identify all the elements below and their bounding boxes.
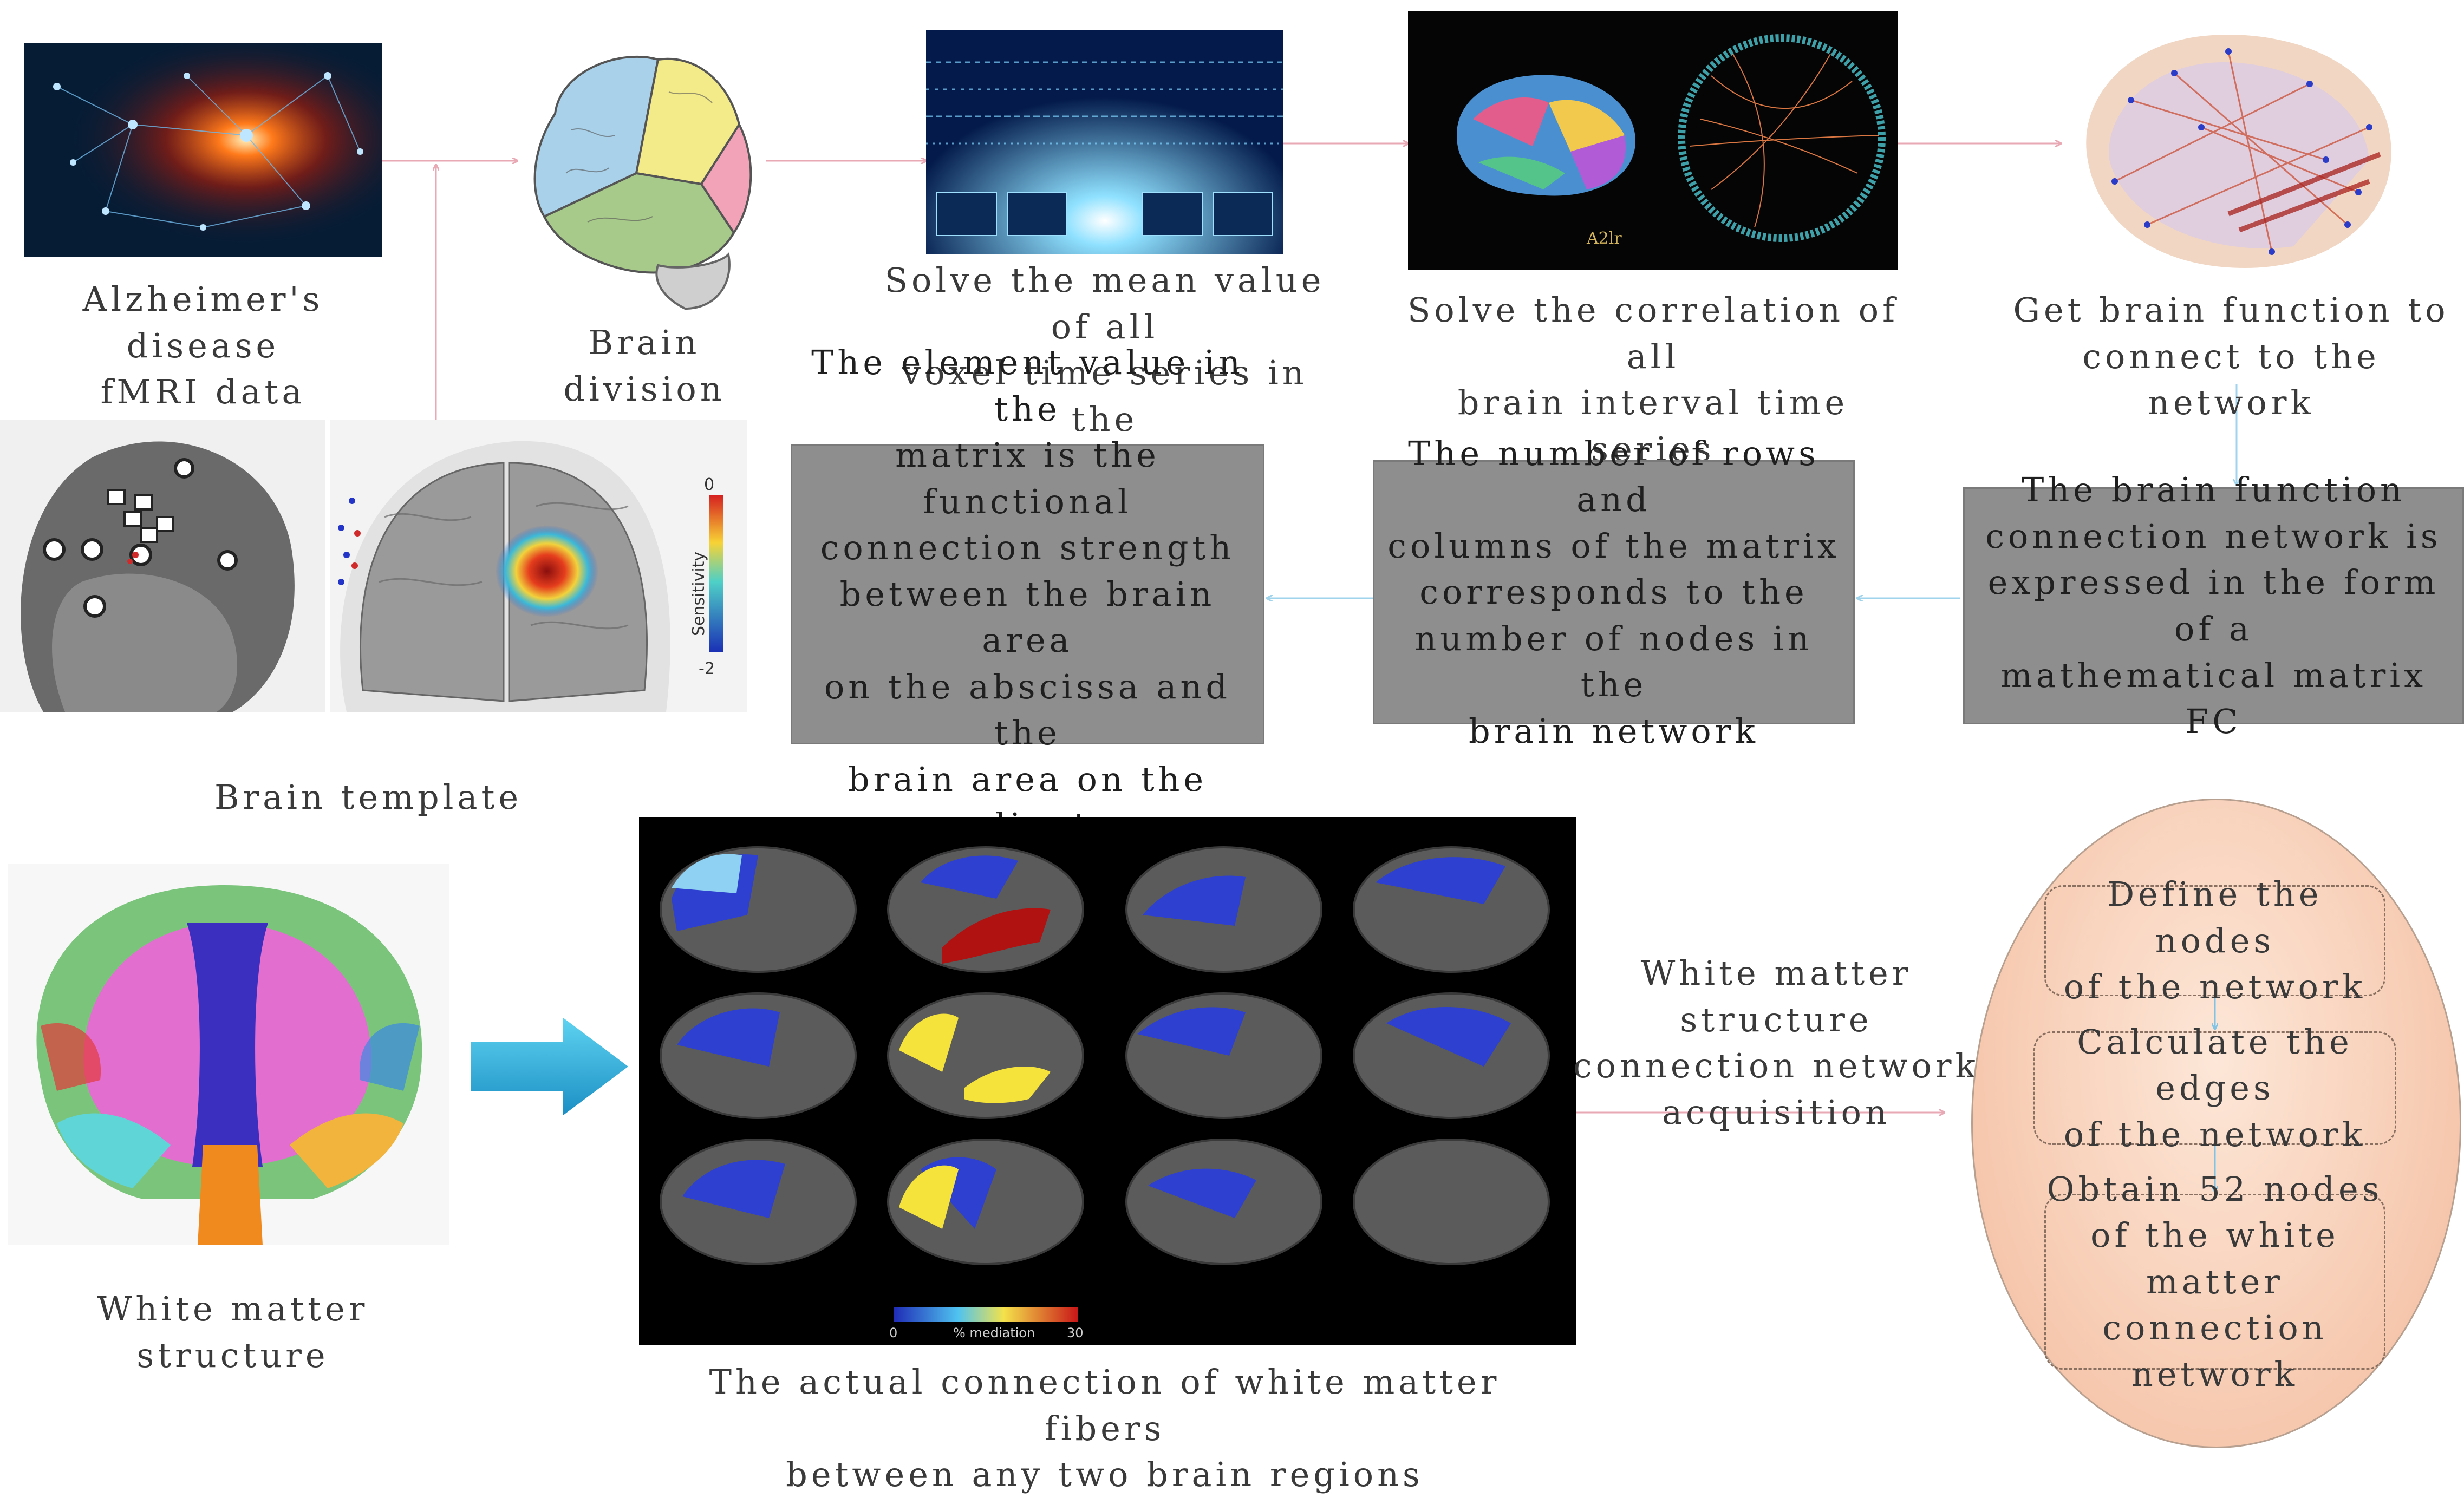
caption-division: Brain division [563,323,726,409]
sensitivity-top: 0 [704,475,714,494]
caption-template: Brain template [214,777,523,817]
correlation-image: A2lr [1408,11,1898,270]
mediation-min: 0 [889,1325,897,1340]
fmri-network-image [24,43,382,257]
sensitivity-bottom: -2 [699,659,715,678]
caption-fmri: Alzheimer's disease fMRI data [82,279,324,412]
white-matter-image [8,864,449,1245]
connectors [382,0,2464,1450]
step-calculate-edges: Calculate the edges of the network [2033,1022,2396,1154]
box-fc-matrix: The brain function connection network is… [1963,470,2464,741]
white-matter-steps-ellipse [1971,799,2461,1448]
brain-division-image [523,38,766,319]
step-obtain-nodes: Obtain 52 nodes of the white matter conn… [2044,1169,2385,1394]
caption-network: Get brain function to connect to the net… [2013,290,2449,423]
mediation-label: % mediation [953,1325,1035,1340]
voxel-image [926,30,1283,254]
caption-actual-connection: The actual connection of white matter fi… [709,1362,1501,1495]
caption-wm-acquisition: White matter structure connection networ… [1573,953,1980,1132]
head-electrodes-image [0,420,325,712]
mediation-brains-image: 0 % mediation 30 [639,817,1576,1345]
sensitivity-label: Sensitivity [689,552,708,636]
mediation-max: 30 [1067,1325,1084,1340]
blue-arrow-icon [471,1018,628,1115]
box-rows-cols: The number of rows and columns of the ma… [1373,434,1855,751]
function-network-image [2066,19,2404,284]
step-define-nodes: Define the nodes of the network [2044,874,2385,1006]
caption-white-matter: White matter structure [97,1289,369,1375]
brain-template-image: Sensitivity 0 -2 [330,420,747,712]
box-element-value: The element value in the matrix is the f… [791,343,1264,845]
a2lr-label: A2lr [1586,229,1622,248]
